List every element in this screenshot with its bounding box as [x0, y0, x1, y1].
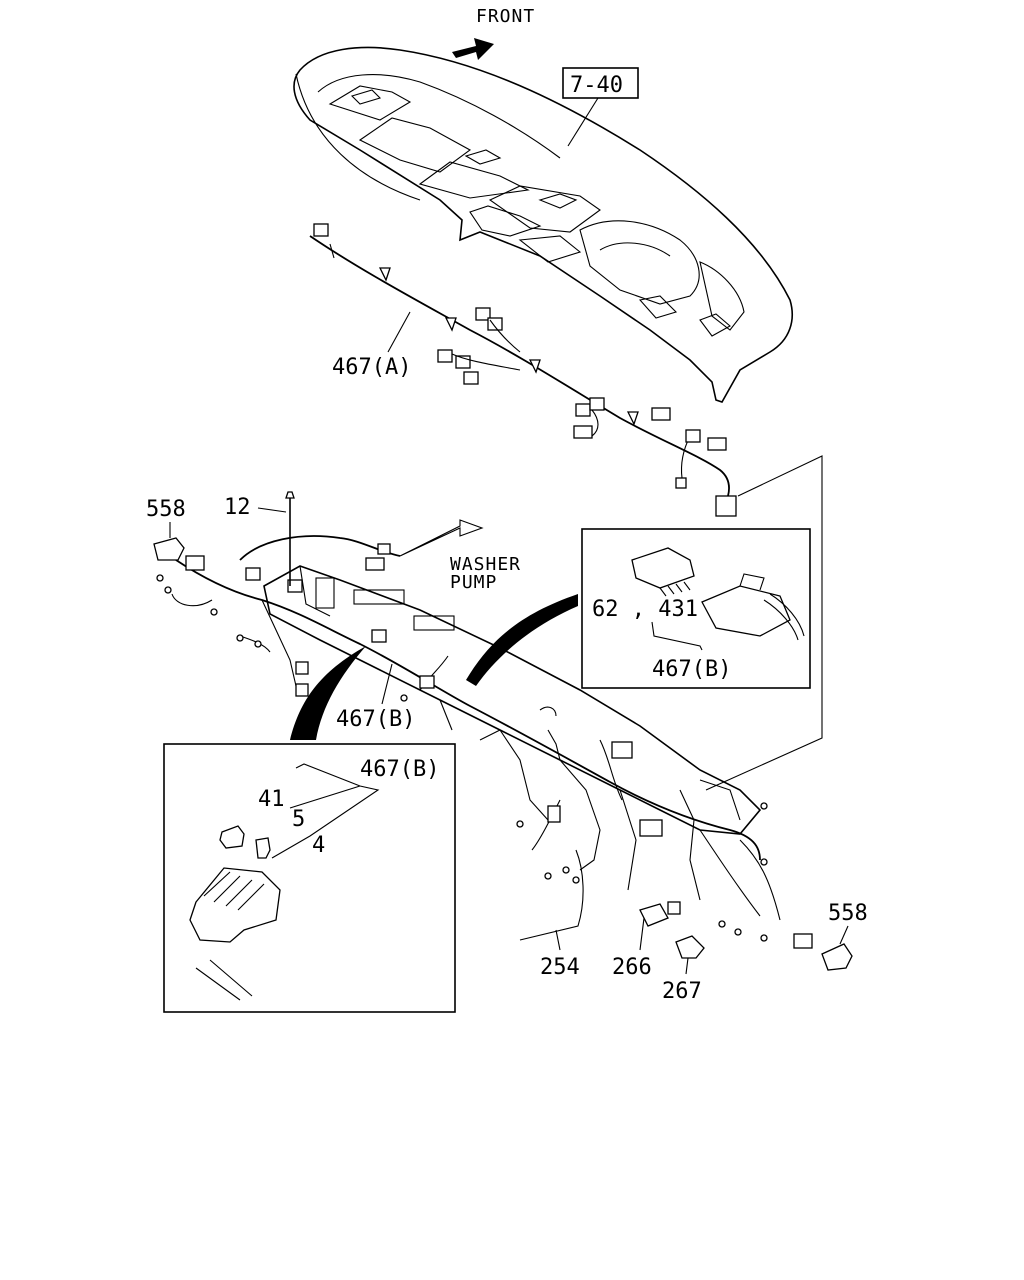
- inset-fuse-block: 467(B) 41 5 4: [163, 743, 456, 1013]
- connector: [313, 223, 329, 237]
- part-266-label: 266: [612, 955, 652, 980]
- inset-left-box: [163, 743, 456, 1013]
- callout-7-40: 7-40: [562, 67, 639, 147]
- fuse-41-icon: [219, 825, 245, 849]
- inset-right-harness-label: 467(B): [652, 657, 731, 682]
- connector-558-icon: [153, 537, 185, 561]
- harness-467b: 467(B): [156, 519, 813, 949]
- part-267-bolt-icon: [675, 935, 705, 959]
- callout-wedge-right: [466, 594, 578, 686]
- part-266-icon: [639, 903, 669, 927]
- harness-467b-label: 467(B): [336, 707, 415, 732]
- front-direction-indicator: FRONT: [452, 6, 535, 60]
- bottom-callouts: 254 266 267 558: [540, 901, 868, 1004]
- harness-end-connector: [715, 495, 737, 517]
- inset-left-4-label: 4: [312, 833, 325, 858]
- inset-connector-62-431: 62 , 431 467(B): [581, 528, 811, 689]
- washer-pump-note: WASHER PUMP: [450, 554, 521, 593]
- connector-558-right-icon: [821, 943, 853, 971]
- pump-label: PUMP: [450, 572, 497, 593]
- part-12-label: 12: [224, 495, 251, 520]
- harness-467a: 467(A): [309, 223, 737, 517]
- callout-wedge-left: [290, 646, 366, 740]
- part-12: 12: [224, 491, 295, 586]
- front-arrow-icon: [452, 38, 494, 60]
- ref-7-40-label: 7-40: [570, 73, 623, 98]
- inset-left-41-label: 41: [258, 787, 285, 812]
- ref-box: [562, 67, 639, 99]
- inset-left-5-label: 5: [292, 807, 305, 832]
- relay-5-icon: [255, 837, 271, 859]
- part-254-label: 254: [540, 955, 580, 980]
- instrument-panel: [293, 46, 793, 403]
- harness-467a-label: 467(A): [332, 355, 411, 380]
- inset-left-harness-label: 467(B): [360, 757, 439, 782]
- part-267-label: 267: [662, 979, 702, 1004]
- part-558-left: 558: [146, 497, 186, 561]
- inset-right-parts-label: 62 , 431: [592, 597, 698, 622]
- front-label: FRONT: [476, 6, 535, 27]
- fuse-block-4-icon: [189, 867, 281, 943]
- washer-label: WASHER: [450, 554, 521, 575]
- part-558-right-label: 558: [828, 901, 868, 926]
- part-558-left-label: 558: [146, 497, 186, 522]
